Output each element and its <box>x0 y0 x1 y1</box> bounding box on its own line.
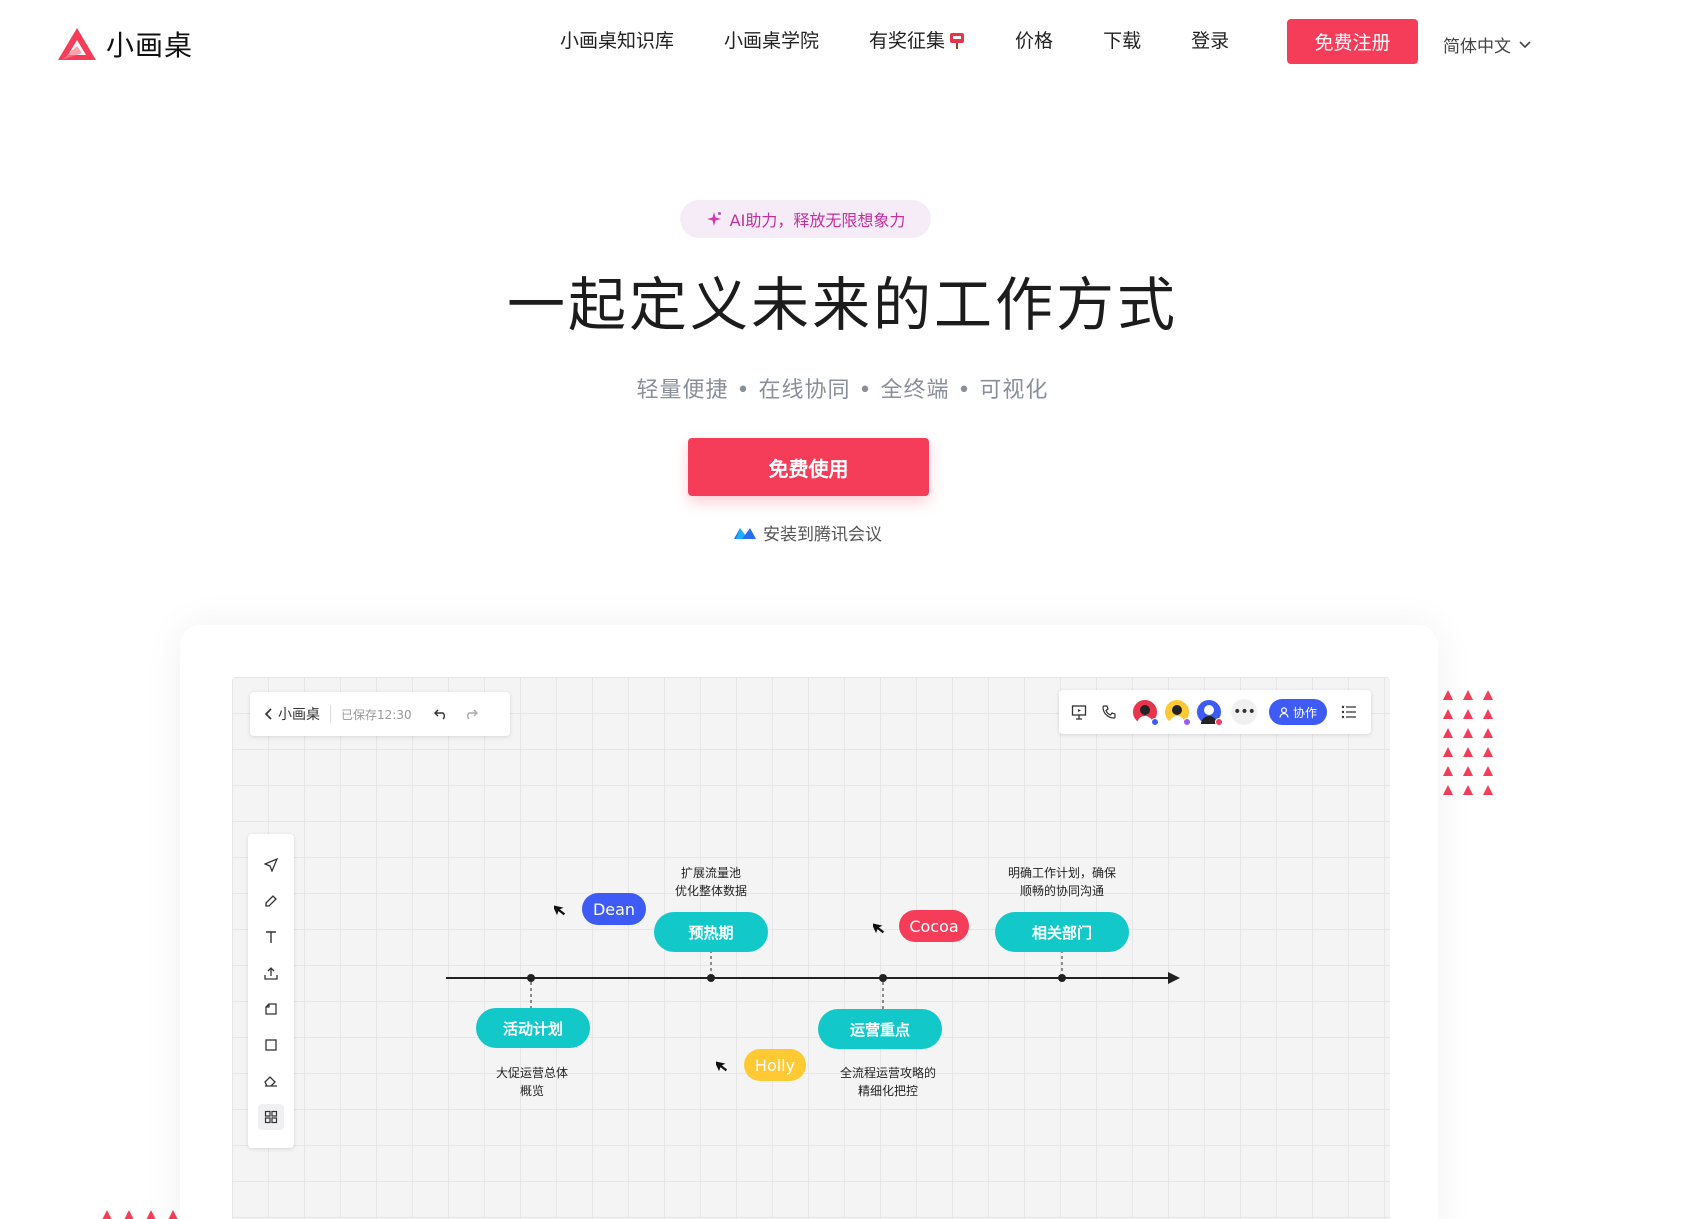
decorative-triangles-right <box>1443 690 1503 804</box>
nav-link-contest-label: 有奖征集 <box>869 30 946 52</box>
avatar[interactable] <box>1163 698 1191 726</box>
top-navigation: 小画桌 小画桌知识库 小画桌学院 有奖征集 价格 下载 登录 免费注册 简体中文 <box>0 0 1685 90</box>
divider <box>330 705 331 723</box>
nav-link-contest[interactable]: 有奖征集 <box>869 26 965 53</box>
timeline-node[interactable]: 预热期 <box>654 912 768 952</box>
mailbox-icon <box>950 32 965 49</box>
redo-icon[interactable] <box>464 708 478 720</box>
logo[interactable]: 小画桌 <box>56 24 193 64</box>
pencil-icon[interactable] <box>258 888 284 914</box>
cursor-tag-dean: Dean <box>582 893 646 925</box>
tencent-meeting-icon <box>734 527 756 539</box>
rectangle-icon[interactable] <box>258 1032 284 1058</box>
register-button[interactable]: 免费注册 <box>1287 19 1418 64</box>
presentation-icon[interactable] <box>1071 704 1087 720</box>
avatar[interactable] <box>1131 698 1159 726</box>
timeline-note: 扩展流量池 优化整体数据 <box>674 866 747 898</box>
timeline-node[interactable]: 活动计划 <box>476 1008 590 1048</box>
phone-icon[interactable] <box>1101 704 1117 720</box>
editor-side-toolbar <box>248 834 294 1148</box>
cursor-icon <box>716 1061 728 1072</box>
collaborate-label: 协作 <box>1293 705 1318 720</box>
sparkle-icon <box>706 212 721 226</box>
avatar[interactable] <box>1195 698 1223 726</box>
user-icon <box>1279 706 1289 718</box>
nav-link-academy[interactable]: 小画桌学院 <box>724 30 820 52</box>
timeline-node[interactable]: 相关部门 <box>995 912 1129 952</box>
editor-top-right-toolbar: ••• 协作 <box>1059 690 1371 734</box>
text-icon[interactable] <box>258 924 284 950</box>
chevron-down-icon <box>1519 40 1531 48</box>
nav-link-pricing[interactable]: 价格 <box>1015 30 1054 52</box>
install-tencent-meeting-label: 安装到腾讯会议 <box>763 525 882 545</box>
language-label: 简体中文 <box>1443 37 1511 57</box>
timeline-note: 明确工作计划，确保 顺畅的协同沟通 <box>1007 866 1116 898</box>
nav-link-knowledge-base[interactable]: 小画桌知识库 <box>560 30 675 52</box>
select-arrow-icon[interactable] <box>258 852 284 878</box>
timeline-note: 大促运营总体 概览 <box>495 1066 568 1098</box>
chevron-left-icon[interactable] <box>264 708 272 720</box>
collaborate-button[interactable]: 协作 <box>1269 699 1328 725</box>
whiteboard-canvas <box>232 677 1390 1219</box>
ai-pill[interactable]: AI助力，释放无限想象力 <box>680 200 931 238</box>
language-selector[interactable]: 简体中文 <box>1443 32 1531 57</box>
hero-title: 一起定义未来的工作方式 <box>506 271 1178 339</box>
cursor-tag-cocoa: Cocoa <box>899 910 969 942</box>
decorative-triangles-left <box>102 1210 178 1219</box>
editor-top-left-toolbar: 小画桌 已保存12:30 <box>250 692 510 736</box>
free-use-button[interactable]: 免费使用 <box>688 438 929 496</box>
nav-links: 小画桌知识库 小画桌学院 有奖征集 价格 下载 登录 <box>560 26 1279 53</box>
cursor-icon <box>554 905 566 916</box>
undo-icon[interactable] <box>433 708 448 720</box>
sticky-note-icon[interactable] <box>258 996 284 1022</box>
grid-apps-icon[interactable] <box>258 1104 284 1130</box>
upload-icon[interactable] <box>258 960 284 986</box>
timeline-node[interactable]: 运营重点 <box>818 1009 942 1049</box>
more-icon[interactable]: ••• <box>1231 699 1257 725</box>
hero-subtitle: 轻量便捷 • 在线协同 • 全终端 • 可视化 <box>636 378 1049 403</box>
nav-link-download[interactable]: 下载 <box>1103 30 1142 52</box>
logo-text: 小画桌 <box>106 29 194 62</box>
board-title[interactable]: 小画桌 <box>278 707 320 723</box>
eraser-icon[interactable] <box>258 1068 284 1094</box>
timeline-note: 全流程运营攻略的 精细化把控 <box>839 1066 936 1098</box>
nav-link-login[interactable]: 登录 <box>1191 30 1230 52</box>
cursor-tag-holly: Holly <box>744 1049 806 1081</box>
cursor-icon <box>873 923 885 934</box>
saved-status: 已保存12:30 <box>341 707 412 722</box>
install-tencent-meeting-link[interactable]: 安装到腾讯会议 <box>733 520 882 545</box>
list-icon[interactable] <box>1341 705 1357 719</box>
logo-icon <box>58 28 96 60</box>
ai-pill-label: AI助力，释放无限想象力 <box>729 211 906 230</box>
